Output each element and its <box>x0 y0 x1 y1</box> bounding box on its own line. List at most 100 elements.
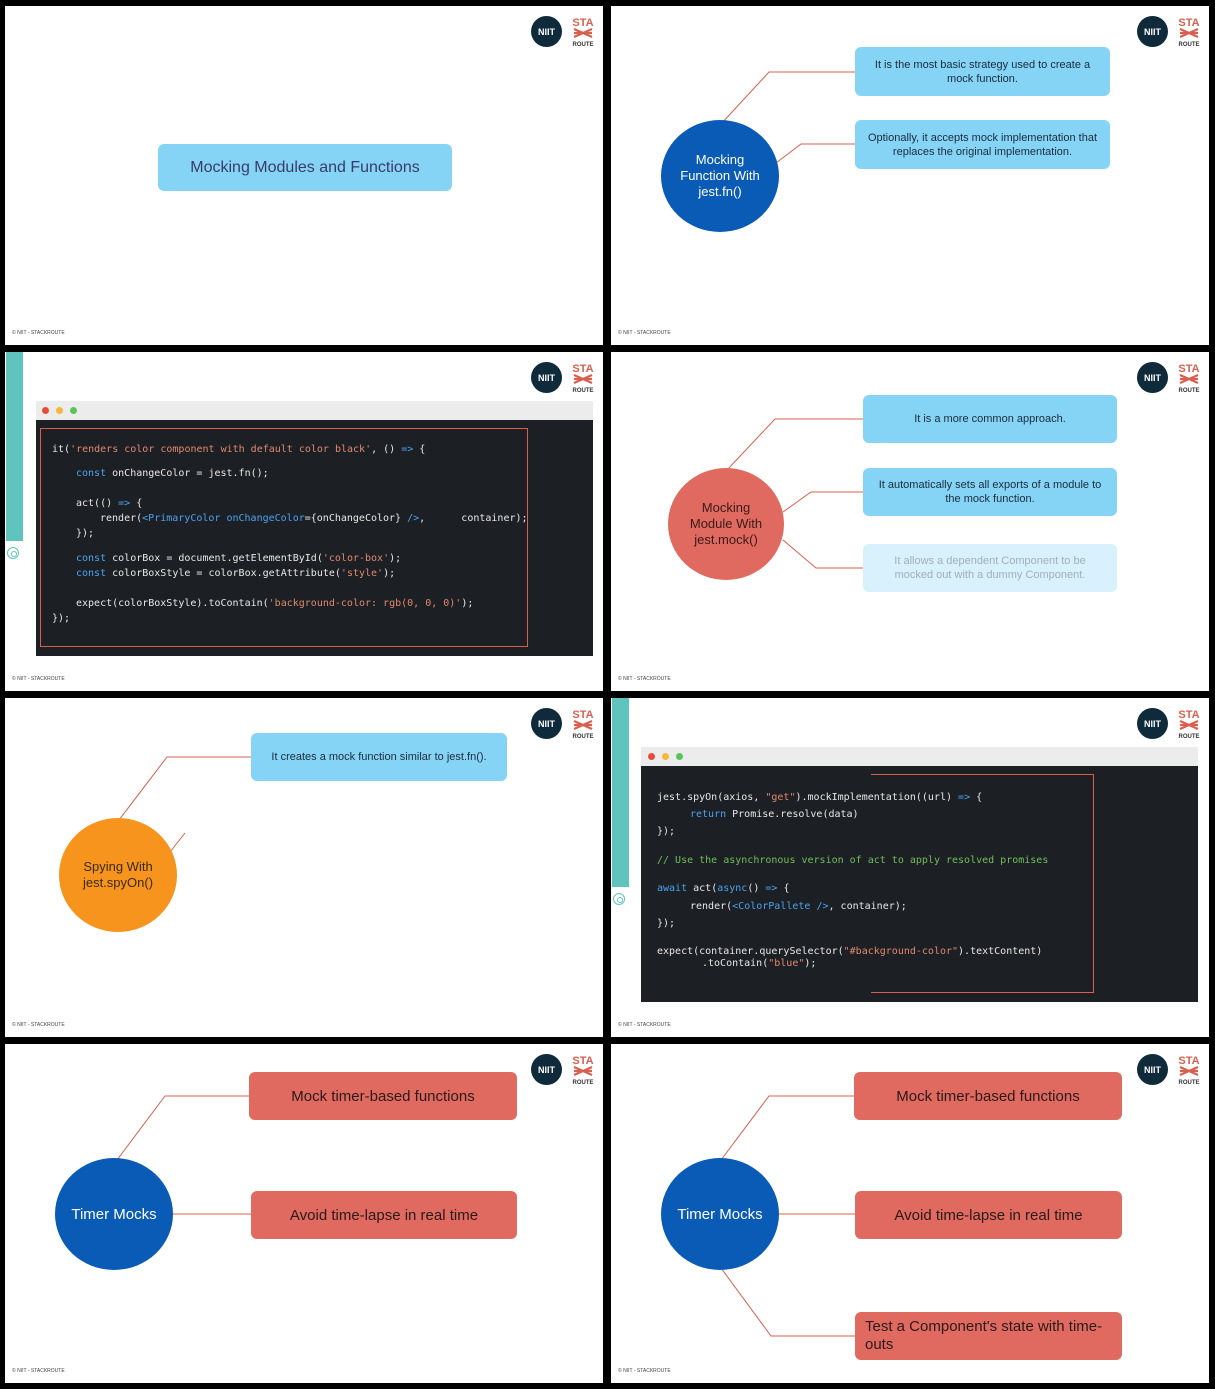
code-line: render(<PrimaryColor onChangeColor={onCh… <box>100 513 528 524</box>
stackroute-logo: STA ROUTE <box>572 363 594 394</box>
svg-text:ROUTE: ROUTE <box>1179 734 1200 740</box>
svg-text:STA: STA <box>1178 17 1199 29</box>
code-block: jest.spyOn(axios, "get").mockImplementat… <box>641 766 1198 1002</box>
footer: © NIIT - STACKROUTE <box>618 330 671 336</box>
info-box-1: It is the most basic strategy used to cr… <box>855 47 1110 96</box>
slide-4: NIIT STA ROUTE Mocking Module With jest.… <box>611 352 1209 691</box>
code-line: }); <box>657 826 676 837</box>
footer: © NIIT - STACKROUTE <box>618 1022 671 1028</box>
minimize-dot-icon <box>662 753 669 760</box>
info-box-2: It automatically sets all exports of a m… <box>863 468 1117 516</box>
code-line: }); <box>76 528 95 539</box>
svg-text:ROUTE: ROUTE <box>1179 388 1200 394</box>
svg-text:STA: STA <box>572 709 593 721</box>
slide-title: Mocking Modules and Functions <box>158 144 452 191</box>
footer: © NIIT - STACKROUTE <box>618 1368 671 1374</box>
code-line: jest.spyOn(axios, "get").mockImplementat… <box>657 792 983 803</box>
info-box-3: Test a Component's state with time-outs <box>855 1312 1122 1360</box>
footer: © NIIT - STACKROUTE <box>12 330 65 336</box>
close-dot-icon <box>42 407 49 414</box>
slide-3: NIIT STA ROUTE it('renders color compone… <box>5 352 603 691</box>
svg-text:STA: STA <box>1178 363 1199 375</box>
topic-circle: Spying With jest.spyOn() <box>59 818 177 932</box>
ring-icon <box>613 893 625 905</box>
code-highlight-frame <box>40 428 528 647</box>
topic-circle: Timer Mocks <box>661 1158 779 1270</box>
minimize-dot-icon <box>56 407 63 414</box>
stackroute-logo: STA ROUTE <box>1178 363 1200 394</box>
niit-logo: NIIT <box>1137 16 1168 47</box>
niit-logo: NIIT <box>531 1054 562 1085</box>
close-dot-icon <box>648 753 655 760</box>
stackroute-logo: STA ROUTE <box>1178 1055 1200 1086</box>
svg-text:ROUTE: ROUTE <box>573 1080 594 1086</box>
svg-text:ROUTE: ROUTE <box>1179 42 1200 48</box>
info-box-1: Mock timer-based functions <box>854 1072 1122 1120</box>
niit-logo: NIIT <box>1137 1054 1168 1085</box>
connector-lines <box>116 1095 251 1215</box>
code-line: }); <box>657 918 676 929</box>
maximize-dot-icon <box>70 407 77 414</box>
code-line: // Use the asynchronous version of act t… <box>657 855 1049 866</box>
code-line: .toContain("blue"); <box>702 958 817 969</box>
svg-text:ROUTE: ROUTE <box>573 42 594 48</box>
code-block: it('renders color component with default… <box>36 420 593 656</box>
slide-1: NIIT STA ROUTE Mocking Modules and Funct… <box>5 6 603 345</box>
info-box-3: It allows a dependent Component to be mo… <box>863 544 1117 592</box>
code-line: }); <box>52 613 71 624</box>
info-box-1: It is a more common approach. <box>863 395 1117 443</box>
maximize-dot-icon <box>676 753 683 760</box>
footer: © NIIT - STACKROUTE <box>12 1022 65 1028</box>
code-line: const colorBoxStyle = colorBox.getAttrib… <box>76 568 396 579</box>
niit-logo: NIIT <box>531 708 562 739</box>
slide-5: NIIT STA ROUTE Spying With jest.spyOn() … <box>5 698 603 1037</box>
code-line: const onChangeColor = jest.fn(); <box>76 468 269 479</box>
slide-8: NIIT STA ROUTE Timer Mocks Mock timer-ba… <box>611 1044 1209 1383</box>
code-line: const colorBox = document.getElementById… <box>76 553 402 564</box>
connector-lines <box>720 71 855 164</box>
svg-text:STA: STA <box>1178 1055 1199 1067</box>
topic-circle: Timer Mocks <box>55 1158 173 1270</box>
slide-2: NIIT STA ROUTE Mocking Function With jes… <box>611 6 1209 345</box>
slide-6: NIIT STA ROUTE jest.spyOn(axios, "get").… <box>611 698 1209 1037</box>
code-window-titlebar <box>641 747 1198 766</box>
ring-icon <box>7 547 19 559</box>
code-line: return Promise.resolve(data) <box>690 809 859 820</box>
info-box-1: Mock timer-based functions <box>249 1072 517 1120</box>
topic-circle: Mocking Module With jest.mock() <box>668 468 784 580</box>
svg-text:ROUTE: ROUTE <box>1179 1080 1200 1086</box>
topic-circle: Mocking Function With jest.fn() <box>661 120 779 232</box>
code-window-titlebar <box>36 401 593 420</box>
code-line: expect(colorBoxStyle).toContain('backgro… <box>76 598 474 609</box>
svg-text:ROUTE: ROUTE <box>573 388 594 394</box>
svg-text:STA: STA <box>572 17 593 29</box>
niit-logo: NIIT <box>1137 362 1168 393</box>
accent-bar <box>612 698 629 887</box>
stackroute-logo: STA ROUTE <box>572 709 594 740</box>
code-line: await act(async() => { <box>657 883 790 894</box>
footer: © NIIT - STACKROUTE <box>12 676 65 682</box>
code-line: expect(container.querySelector("#backgro… <box>657 946 1043 957</box>
footer: © NIIT - STACKROUTE <box>12 1368 65 1374</box>
info-box-2: Avoid time-lapse in real time <box>855 1191 1122 1239</box>
code-line: render(<ColorPallete />, container); <box>690 901 907 912</box>
code-line: it('renders color component with default… <box>52 444 426 455</box>
stackroute-logo: STA ROUTE <box>572 1055 594 1086</box>
accent-bar <box>6 352 23 541</box>
connector-lines <box>118 756 251 853</box>
stackroute-logo: STA ROUTE <box>572 17 594 48</box>
stackroute-logo: STA ROUTE <box>1178 17 1200 48</box>
niit-logo: NIIT <box>1137 708 1168 739</box>
svg-text:ROUTE: ROUTE <box>573 734 594 740</box>
svg-text:STA: STA <box>1178 709 1199 721</box>
connector-lines <box>720 1095 855 1337</box>
code-line: act(() => { <box>76 498 143 509</box>
slide-7: NIIT STA ROUTE Timer Mocks Mock timer-ba… <box>5 1044 603 1383</box>
info-box-1: It creates a mock function similar to je… <box>251 733 507 781</box>
code-highlight-frame <box>871 774 1094 993</box>
svg-text:STA: STA <box>572 1055 593 1067</box>
footer: © NIIT - STACKROUTE <box>618 676 671 682</box>
niit-logo: NIIT <box>531 362 562 393</box>
connector-lines <box>726 418 863 569</box>
svg-text:STA: STA <box>572 363 593 375</box>
